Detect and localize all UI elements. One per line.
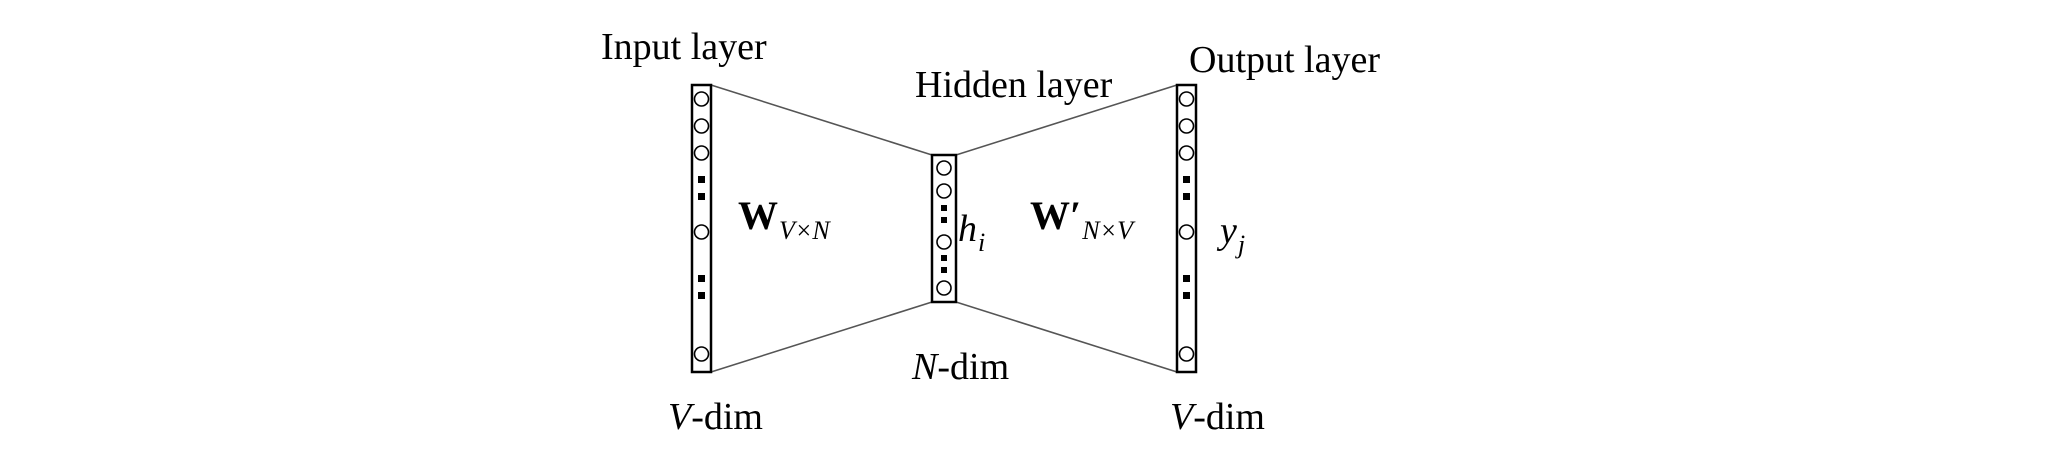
input-dim-var: V [668,396,692,438]
hidden-ellipsis-dot [941,267,947,273]
output-dim-label: V-dim [1170,398,1265,436]
output-node [1178,346,1195,362]
output-unit-subscript: j [1237,230,1246,259]
hidden-to-output-top-line [955,84,1178,156]
hidden-dim-label: N-dim [912,348,1009,386]
hidden-ellipsis-dot [941,217,947,223]
output-node [1178,91,1195,107]
input-node [693,91,710,107]
hidden-ellipsis-dot [941,255,947,261]
output-node [1178,224,1195,240]
output-ellipsis-dot [1183,176,1190,183]
hidden-dim-var: N [912,346,938,388]
hidden-unit-symbol: h [958,208,977,250]
output-ellipsis-dot [1183,193,1190,200]
input-node [693,346,710,362]
output-unit-label: yj [1220,212,1245,258]
output-node [1178,145,1195,161]
hidden-layer-box [930,153,958,304]
weight-subscript: V×N [779,216,830,245]
output-unit-symbol: y [1220,210,1237,252]
weight-symbol: W [738,193,778,238]
input-ellipsis-dot [698,292,705,299]
hidden-node [936,183,952,199]
output-ellipsis-dot [1183,292,1190,299]
hidden-layer-label: Hidden layer [915,64,1113,106]
hidden-ellipsis-dot [941,205,947,211]
hidden-dim-suffix: -dim [937,346,1010,388]
output-layer-label: Output layer [1189,39,1381,81]
input-ellipsis-dot [698,275,705,282]
input-layer-nodes [693,91,710,362]
input-dim-label: V-dim [668,398,763,436]
hidden-to-output-bottom-line [955,301,1178,373]
output-node [1178,118,1195,134]
output-layer-nodes [1178,91,1195,362]
hidden-node [936,280,952,296]
input-ellipsis-dot [698,176,705,183]
output-dim-var: V [1170,396,1194,438]
input-node [693,145,710,161]
hidden-unit-subscript: i [978,228,986,257]
hidden-node [936,160,952,176]
input-node [693,224,710,240]
hidden-output-weight-label: W′N×V [1030,196,1133,244]
input-hidden-weight-label: WV×N [738,196,830,244]
input-to-hidden-bottom-line [710,301,933,373]
output-dim-suffix: -dim [1193,396,1265,438]
weight-prime-subscript: N×V [1082,216,1134,245]
weight-prime-symbol: W′ [1030,193,1082,238]
input-node [693,118,710,134]
hidden-layer-nodes [936,160,952,296]
hidden-unit-label: hi [958,210,985,256]
input-ellipsis-dot [698,193,705,200]
output-ellipsis-dot [1183,275,1190,282]
hidden-node [936,234,952,250]
input-layer-label: Input layer [601,26,767,68]
input-to-hidden-top-line [710,84,933,156]
input-dim-suffix: -dim [691,396,763,438]
